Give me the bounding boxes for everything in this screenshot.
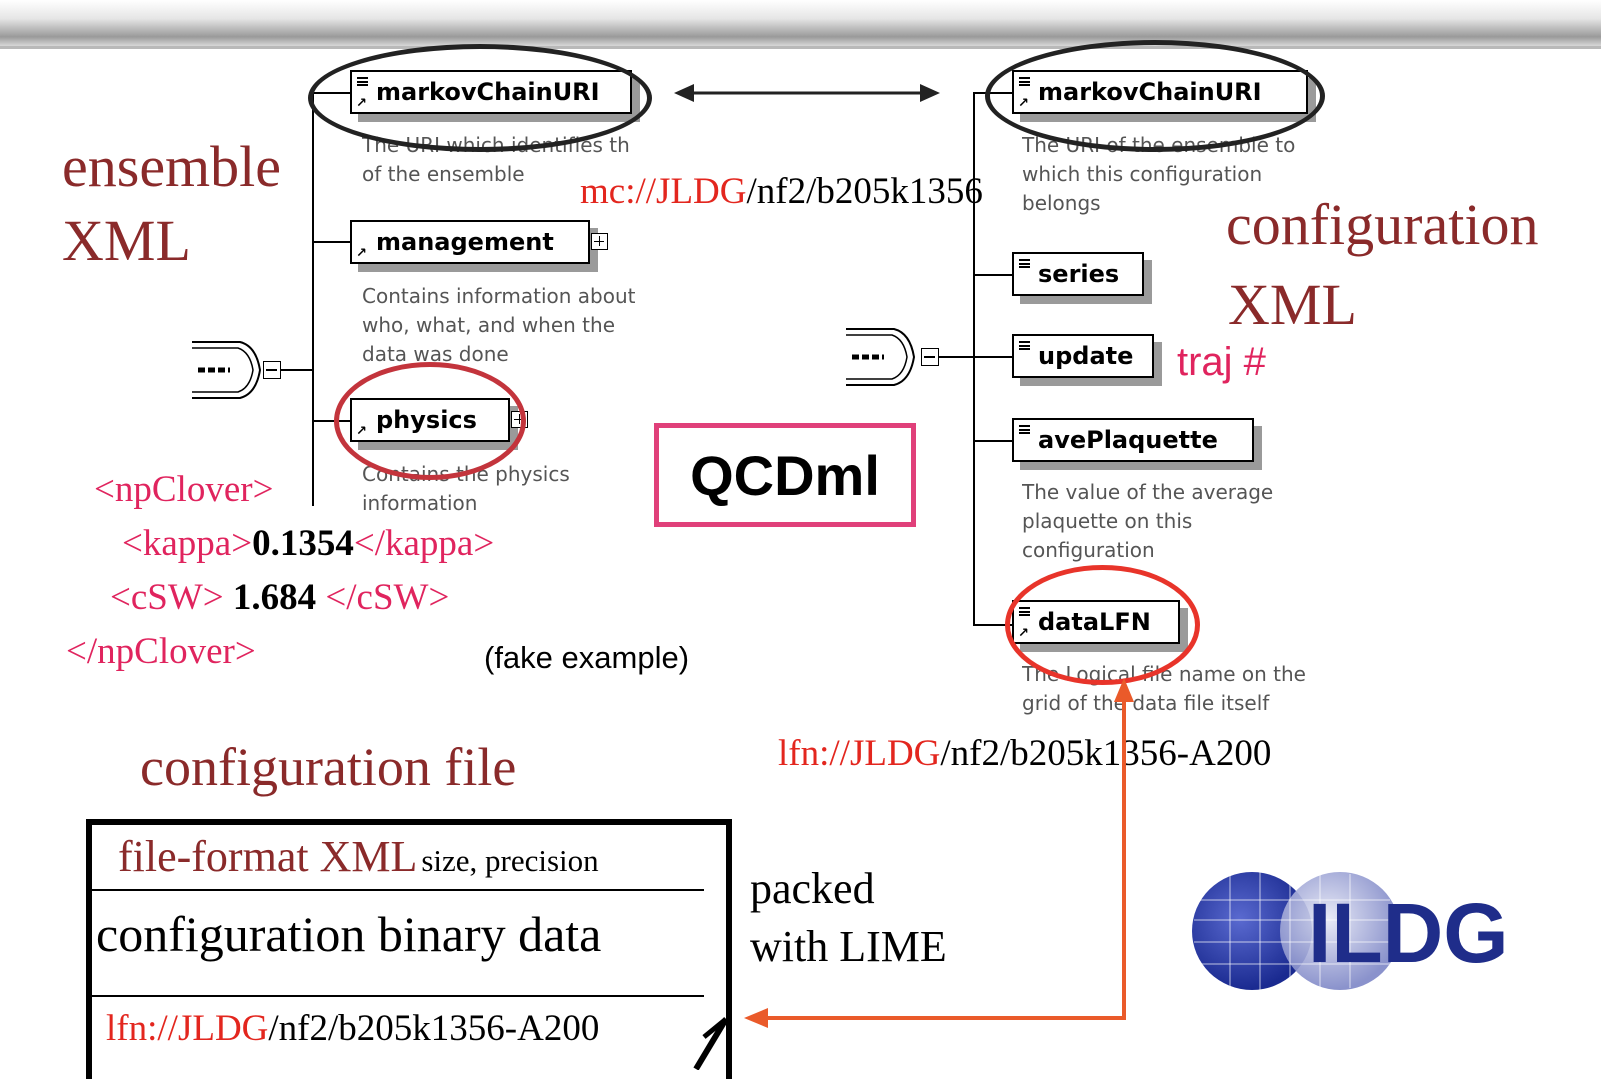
element-lines-icon xyxy=(1019,425,1030,434)
configuration-file-title: configuration file xyxy=(140,737,517,797)
configuration-update-name: update xyxy=(1038,342,1134,370)
configuration-connector xyxy=(939,356,975,358)
configuration-update-node[interactable]: update xyxy=(1012,334,1154,378)
configuration-label-line1: configuration xyxy=(1226,192,1539,257)
configuration-branch-update xyxy=(973,356,1013,358)
ensemble-branch-physics xyxy=(312,420,352,422)
ensemble-sequence-icon xyxy=(192,341,262,399)
desc-line: information xyxy=(362,491,478,515)
kappa-value: 0.1354 xyxy=(252,523,354,564)
traj-label: traj # xyxy=(1177,340,1266,384)
lfn-uri-host: JLDG xyxy=(849,733,941,774)
lfn-uri-file: lfn://JLDG/nf2/b205k1356-A200 xyxy=(106,1007,599,1050)
ensemble-trunk-line xyxy=(312,92,314,506)
lfn-uri-right: lfn://JLDG/nf2/b205k1356-A200 xyxy=(778,732,1271,775)
file-divider-bottom xyxy=(92,995,704,997)
desc-line: The value of the average xyxy=(1022,480,1274,504)
desc-line: plaquette on this xyxy=(1022,509,1193,533)
configuration-label-line2: XML xyxy=(1228,272,1357,337)
kappa-close-tag: </kappa> xyxy=(353,523,495,564)
qcdml-box: QCDml xyxy=(654,423,916,527)
fake-example-note: (fake example) xyxy=(484,640,690,675)
desc-line: Contains information about xyxy=(362,284,636,308)
ensemble-branch-management xyxy=(312,241,352,243)
desc-line: configuration xyxy=(1022,538,1155,562)
physics-highlight xyxy=(334,362,526,480)
lfn-uri-scheme: lfn:// xyxy=(778,733,850,774)
ensemble-xml-label: ensemble XML xyxy=(62,130,281,278)
desc-line: of the ensemble xyxy=(362,162,525,186)
ensemble-connector xyxy=(281,369,313,371)
desc-line: who, what, and when the xyxy=(362,313,616,337)
packed-with-lime-label: packed with LIME xyxy=(750,860,947,976)
binary-data-label: configuration binary data xyxy=(96,906,602,962)
npclover-open: <npClover> xyxy=(94,469,274,510)
configuration-aveplaquette-desc: The value of the average plaquette on th… xyxy=(1022,478,1327,565)
kappa-open-tag: <kappa> xyxy=(122,523,253,564)
configuration-trunk-line xyxy=(973,92,975,625)
desc-line: grid of the data file itself xyxy=(1022,691,1270,715)
ensemble-label-line1: ensemble xyxy=(62,134,282,199)
configuration-collapse-icon[interactable] xyxy=(921,348,939,366)
lfn-link-arrow xyxy=(744,678,1134,1028)
lfn-uri-scheme: lfn:// xyxy=(106,1008,178,1049)
lfn-uri-path: /nf2/b205k1356-A200 xyxy=(268,1008,600,1049)
datalfn-highlight xyxy=(1005,565,1200,685)
csw-line: <cSW> 1.684 </cSW> xyxy=(110,576,449,619)
csw-open-tag: <cSW> xyxy=(110,577,224,618)
element-lines-icon xyxy=(1019,259,1030,268)
file-divider-top xyxy=(92,889,704,891)
qcdml-label: QCDml xyxy=(690,443,880,507)
configuration-branch-datalfn xyxy=(973,624,1013,626)
configuration-series-name: series xyxy=(1038,260,1120,288)
kappa-line: <kappa>0.1354</kappa> xyxy=(122,522,494,565)
configuration-markov-highlight xyxy=(985,40,1325,152)
mc-uri: mc://JLDG/nf2/b205k1356 xyxy=(580,170,983,213)
npclover-close: </npClover> xyxy=(66,631,256,672)
mc-uri-path: /nf2/b205k1356 xyxy=(746,171,983,212)
ensemble-management-desc: Contains information about who, what, an… xyxy=(362,282,652,369)
configuration-series-node[interactable]: series xyxy=(1012,252,1144,296)
lfn-uri-path: /nf2/b205k1356-A200 xyxy=(940,733,1272,774)
page-fold-icon xyxy=(693,1017,729,1070)
top-bar-line xyxy=(0,46,1601,49)
ensemble-collapse-icon[interactable] xyxy=(263,361,281,379)
markov-link-arrow xyxy=(674,84,940,102)
configuration-branch-aveplaquette xyxy=(973,440,1013,442)
desc-line: which this configuration xyxy=(1022,162,1263,186)
configuration-xml-label: configuration XML xyxy=(1226,185,1538,345)
fileformat-note: size, precision xyxy=(421,843,599,878)
csw-close-tag: </cSW> xyxy=(325,577,450,618)
lfn-uri-host: JLDG xyxy=(177,1008,269,1049)
configuration-branch-series xyxy=(973,274,1013,276)
reference-arrow-icon: ↗ xyxy=(356,246,367,261)
top-bar xyxy=(0,0,1601,46)
ensemble-management-name: management xyxy=(376,228,554,256)
ensemble-label-line2: XML xyxy=(62,208,191,273)
csw-value: 1.684 xyxy=(232,577,317,618)
expand-icon[interactable] xyxy=(591,233,608,250)
configuration-aveplaquette-name: avePlaquette xyxy=(1038,426,1218,454)
desc-line: belongs xyxy=(1022,191,1101,215)
configuration-file-box: file-format XML size, precision configur… xyxy=(86,819,732,1079)
fileformat-row: file-format XML size, precision xyxy=(118,831,599,882)
packed-line1: packed xyxy=(750,864,875,913)
mc-uri-host: JLDG xyxy=(656,171,747,212)
ensemble-markov-highlight xyxy=(308,44,652,152)
element-lines-icon xyxy=(1019,341,1030,350)
configuration-sequence-icon xyxy=(846,328,916,386)
mc-uri-scheme: mc:// xyxy=(580,171,657,212)
ildg-logo: ILDG xyxy=(1192,872,1509,990)
ensemble-management-node[interactable]: ↗ management xyxy=(350,220,608,264)
configuration-aveplaquette-node[interactable]: avePlaquette xyxy=(1012,418,1254,462)
packed-line2: with LIME xyxy=(750,922,947,971)
ildg-logo-text: ILDG xyxy=(1308,886,1509,980)
fileformat-label: file-format XML xyxy=(118,832,418,881)
